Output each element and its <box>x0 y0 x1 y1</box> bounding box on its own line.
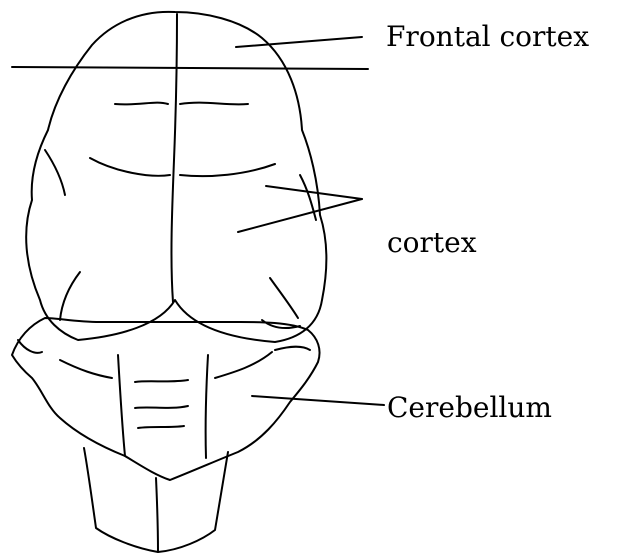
cerebellar-fold <box>18 340 42 353</box>
label-cerebellum: Cerebellum <box>387 394 552 422</box>
cerebellar-fold <box>60 360 112 378</box>
brainstem-midline <box>156 478 158 552</box>
cortex-leader-lower <box>238 199 362 232</box>
cerebellum-leader <box>252 396 384 405</box>
midline-fissure <box>171 14 177 302</box>
cerebellar-fold <box>275 347 310 350</box>
sulcus <box>90 158 170 176</box>
cerebellar-fold <box>215 352 272 378</box>
vermis-fold <box>138 426 184 428</box>
sulcus <box>180 103 248 105</box>
vermis-edge <box>206 355 208 458</box>
vermis-fold <box>135 380 188 382</box>
sulcus <box>180 164 275 176</box>
sulcus <box>270 278 298 318</box>
sulcus <box>60 272 80 320</box>
cortex-leader-upper <box>266 186 362 199</box>
sulcus <box>115 103 168 105</box>
vermis-edge <box>118 355 125 456</box>
label-cortex: cortex <box>387 229 477 257</box>
vermis-fold <box>135 406 188 408</box>
frontal-cortex-leader <box>236 37 362 47</box>
section-line <box>12 67 368 69</box>
sulcus <box>45 150 65 195</box>
label-frontal-cortex: Frontal cortex <box>386 23 589 51</box>
